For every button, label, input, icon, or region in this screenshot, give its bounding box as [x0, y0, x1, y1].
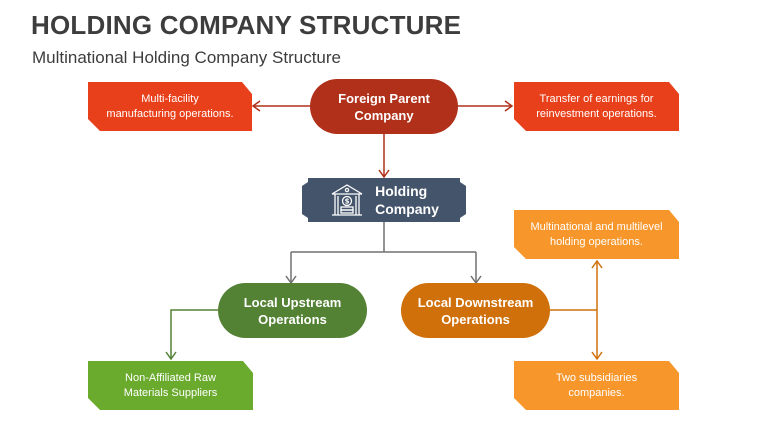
arrowhead-subsidiaries — [591, 351, 603, 361]
multinational-holding-note[interactable]: Multinational and multilevel holding ope… — [514, 210, 679, 259]
connector-upstream-to-suppliers — [170, 309, 218, 359]
arrowhead-multinational — [591, 259, 603, 269]
local-upstream-operations-label: Local Upstream Operations — [243, 294, 342, 327]
svg-text:$: $ — [345, 198, 350, 206]
two-subsidiaries-label: Two subsidiaries companies. — [555, 371, 638, 399]
holding-company-node[interactable]: $ Holding Company — [302, 178, 466, 222]
arrowhead-holding — [378, 169, 390, 179]
two-subsidiaries-note[interactable]: Two subsidiaries companies. — [514, 361, 679, 410]
multinational-holding-label: Multinational and multilevel holding ope… — [530, 220, 663, 248]
local-downstream-operations-node[interactable]: Local Downstream Operations — [401, 283, 550, 338]
transfer-earnings-label: Transfer of earnings for reinvestment op… — [536, 92, 657, 120]
page-subtitle: Multinational Holding Company Structure — [32, 48, 341, 67]
local-upstream-operations-node[interactable]: Local Upstream Operations — [218, 283, 367, 338]
local-downstream-operations-label: Local Downstream Operations — [417, 294, 534, 327]
raw-materials-suppliers-note[interactable]: Non-Affiliated Raw Materials Suppliers — [88, 361, 253, 410]
manufacturing-operations-note[interactable]: Multi-facility manufacturing operations. — [88, 82, 252, 131]
bank-money-icon: $ — [329, 182, 365, 218]
page-title: HOLDING COMPANY STRUCTURE — [31, 10, 462, 40]
holding-company-label: Holding Company — [375, 183, 439, 217]
arrowhead-manufacturing — [251, 100, 261, 112]
manufacturing-operations-label: Multi-facility manufacturing operations. — [106, 92, 234, 120]
arrowhead-transfer — [504, 100, 514, 112]
arrowhead-suppliers — [165, 351, 177, 361]
transfer-earnings-note[interactable]: Transfer of earnings for reinvestment op… — [514, 82, 679, 131]
foreign-parent-company-label: Foreign Parent Company — [338, 90, 430, 123]
raw-materials-suppliers-label: Non-Affiliated Raw Materials Suppliers — [123, 371, 218, 399]
foreign-parent-company-node[interactable]: Foreign Parent Company — [310, 79, 458, 134]
